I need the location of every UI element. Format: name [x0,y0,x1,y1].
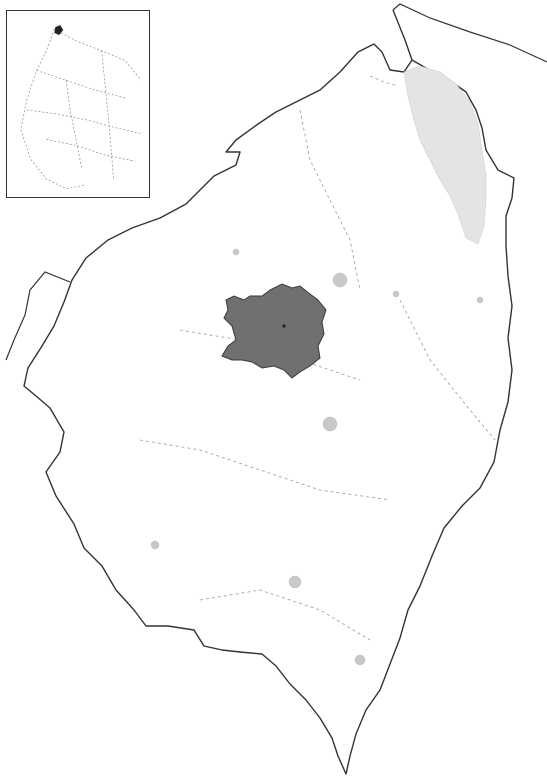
highlighted-municipality [221,283,327,379]
town-marker [332,272,348,288]
locator-marker [54,25,64,35]
town-marker [392,290,400,298]
river-line [399,299,496,441]
inset-canvas [20,25,142,190]
town-marker [150,540,160,550]
department-outline [23,9,515,775]
neighbour-boundary-west [5,271,71,361]
town-marker [232,248,240,256]
river-line [199,589,371,641]
inset-boundaries [20,28,142,190]
town-marker [476,296,484,304]
river-line [369,75,399,87]
municipal-seat-marker [282,324,286,328]
river-line [139,439,391,501]
river-line [299,109,361,291]
town-marker [322,416,338,432]
town-marker [288,575,302,589]
settlements [150,248,484,666]
coastal-wetland-area [403,65,487,245]
locator-inset-map [6,10,150,198]
neighbour-coastline-north [392,3,547,63]
town-marker [354,654,366,666]
